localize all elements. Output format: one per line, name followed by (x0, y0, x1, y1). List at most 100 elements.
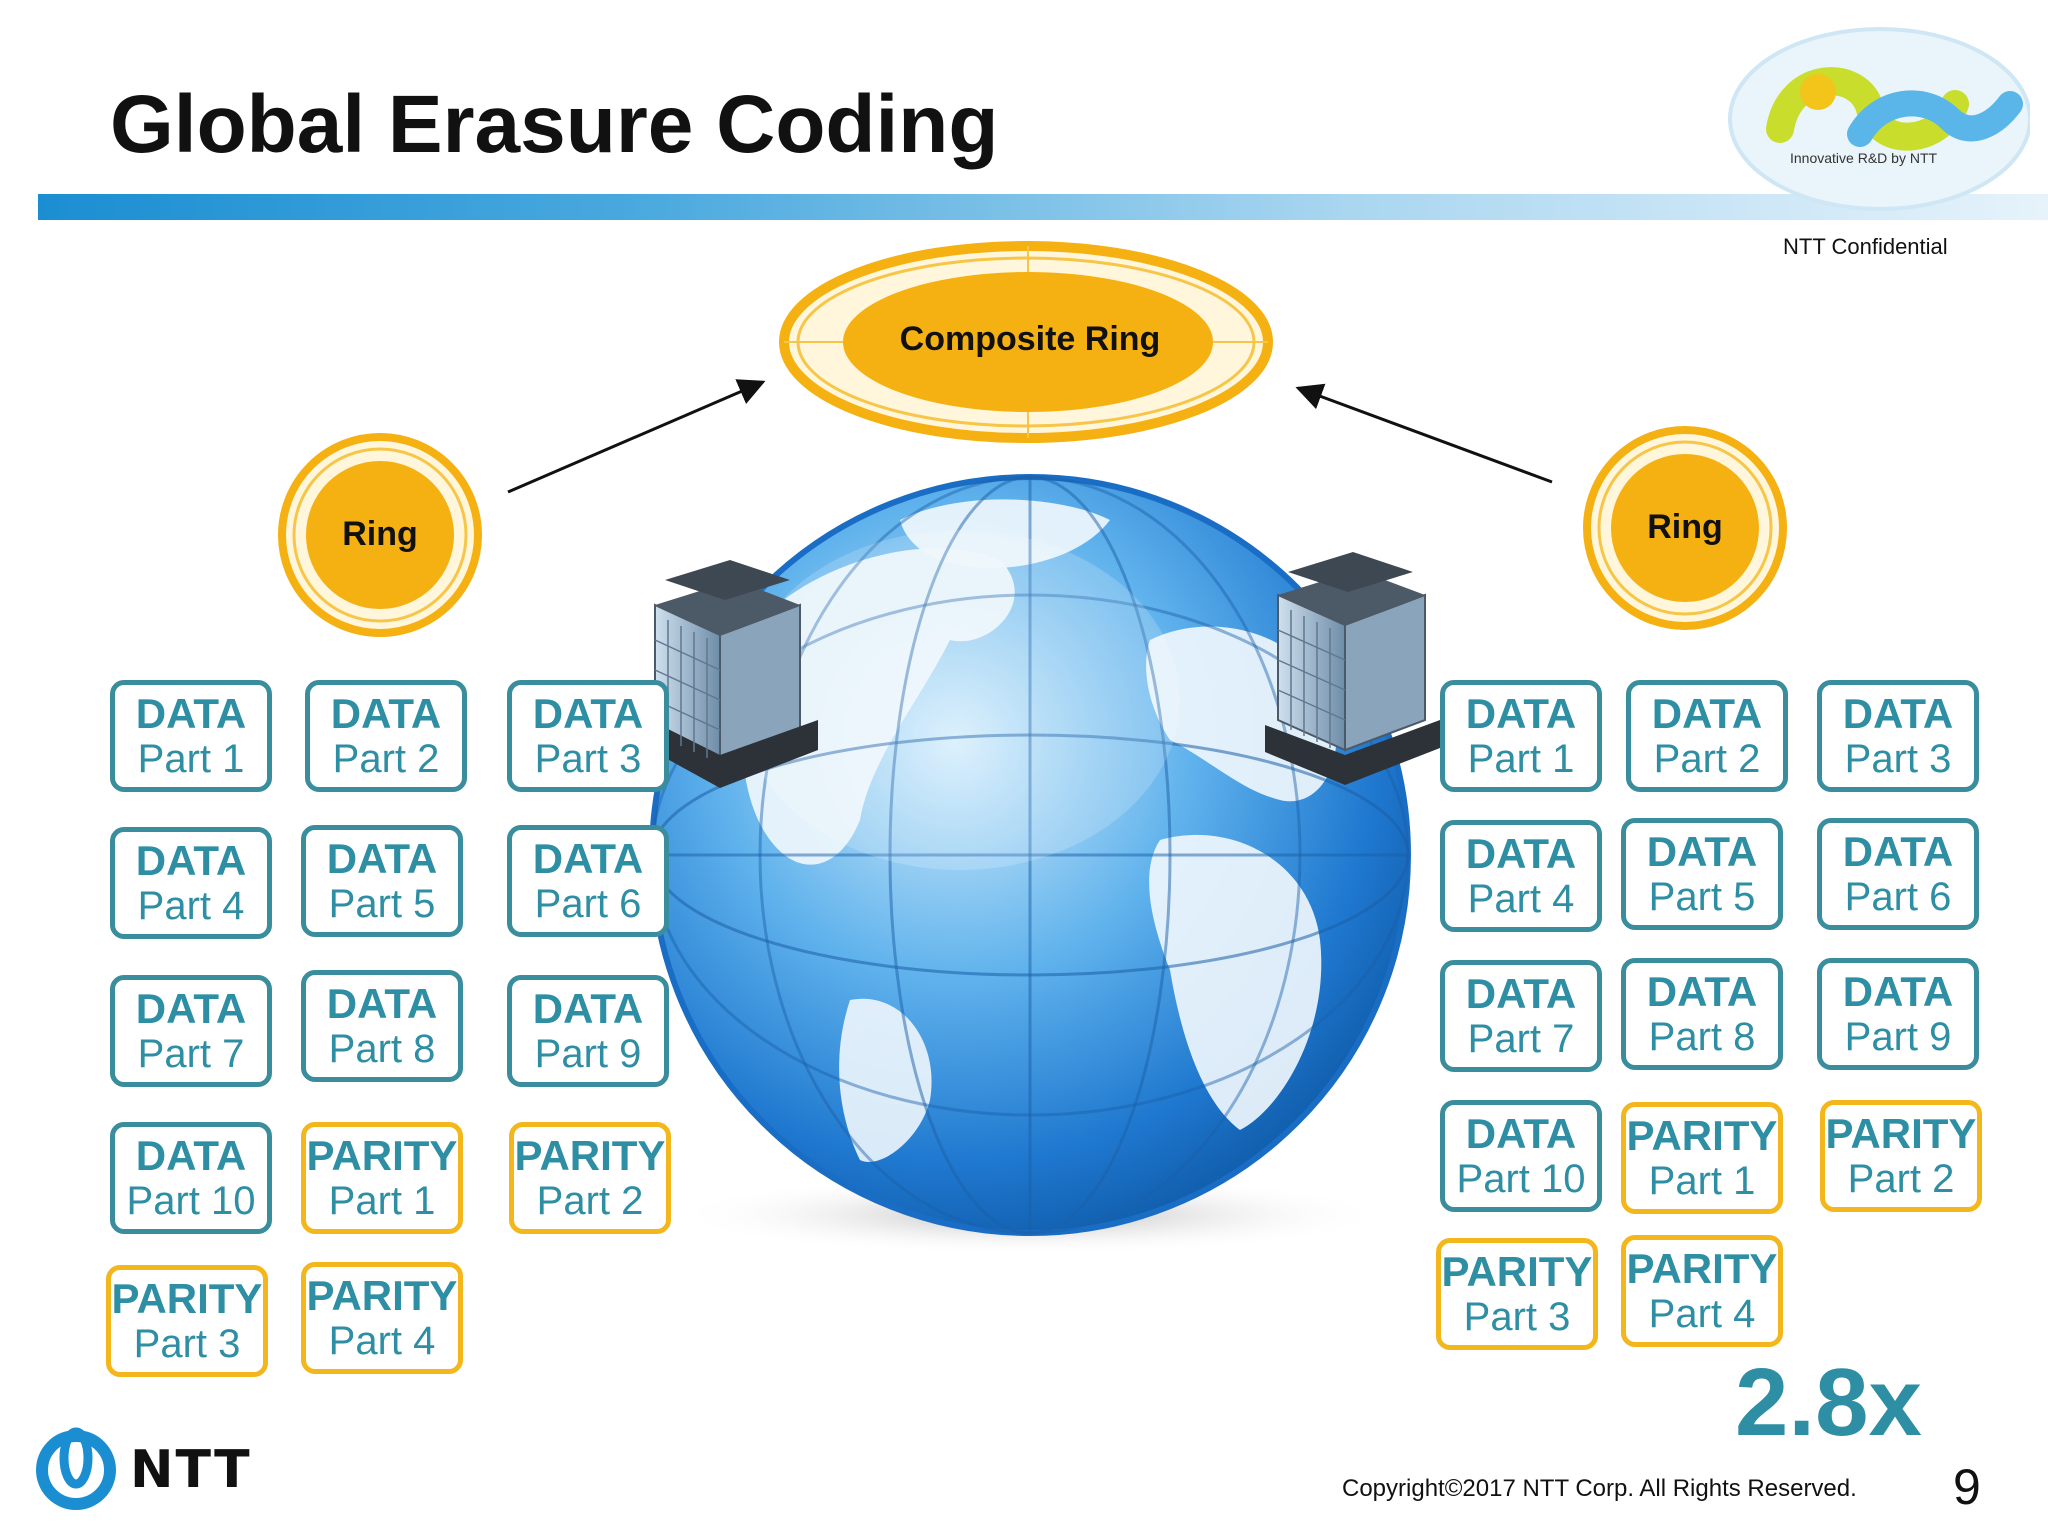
block-type-label: PARITY (514, 1131, 666, 1179)
block-type-label: DATA (330, 689, 442, 737)
block-type-label: DATA (1465, 1109, 1577, 1157)
block-part-label: Part 1 (1648, 1159, 1756, 1204)
block-type-label: DATA (1646, 827, 1758, 875)
left-ring-icon (278, 433, 482, 637)
confidential-label: NTT Confidential (1783, 234, 1948, 259)
copyright-text: Copyright©2017 NTT Corp. All Rights Rese… (1342, 1475, 1857, 1502)
block-type-label: DATA (532, 689, 644, 737)
right-ring-icon (1583, 426, 1787, 630)
block-part-label: Part 10 (1456, 1157, 1586, 1202)
storage-overhead-ratio: 2.8x (1735, 1349, 1922, 1456)
page-number: 9 (1953, 1459, 1981, 1515)
block-part-label: Part 5 (328, 882, 436, 927)
arrow-left-to-composite (507, 379, 766, 494)
block-part-label: Part 1 (328, 1179, 436, 1224)
block-type-label: DATA (1646, 967, 1758, 1015)
block-type-label: PARITY (1825, 1109, 1977, 1157)
composite-ring-icon (779, 241, 1273, 443)
block-type-label: DATA (326, 979, 438, 1027)
arrow-right-to-composite (1295, 383, 1553, 484)
block-type-label: DATA (1842, 689, 1954, 737)
block-part-label: Part 4 (1467, 877, 1575, 922)
block-part-label: Part 5 (1648, 875, 1756, 920)
block-part-label: Part 2 (332, 737, 440, 782)
block-type-label: PARITY (306, 1131, 458, 1179)
right-datacenter-building-icon (1265, 552, 1440, 785)
block-type-label: PARITY (1626, 1244, 1778, 1292)
block-type-label: DATA (1842, 967, 1954, 1015)
block-type-label: DATA (1465, 969, 1577, 1017)
block-type-label: DATA (135, 1131, 247, 1179)
block-part-label: Part 1 (137, 737, 245, 782)
block-type-label: PARITY (1626, 1111, 1778, 1159)
block-part-label: Part 9 (1844, 1015, 1952, 1060)
right-ring-label: Ring (1647, 508, 1723, 546)
header-bar (38, 194, 2048, 220)
block-type-label: DATA (1651, 689, 1763, 737)
block-part-label: Part 2 (1653, 737, 1761, 782)
block-type-label: DATA (1465, 829, 1577, 877)
block-type-label: PARITY (306, 1271, 458, 1319)
block-part-label: Part 10 (126, 1179, 256, 1224)
composite-ring-label: Composite Ring (899, 320, 1161, 358)
block-type-label: PARITY (111, 1274, 263, 1322)
block-type-label: DATA (326, 834, 438, 882)
block-part-label: Part 2 (1847, 1157, 1955, 1202)
block-part-label: Part 1 (1467, 737, 1575, 782)
block-type-label: DATA (135, 984, 247, 1032)
block-type-label: DATA (1842, 827, 1954, 875)
block-part-label: Part 7 (137, 1032, 245, 1077)
block-part-label: Part 9 (534, 1032, 642, 1077)
block-type-label: PARITY (1441, 1247, 1593, 1295)
block-part-label: Part 6 (534, 882, 642, 927)
block-part-label: Part 4 (328, 1319, 436, 1364)
block-part-label: Part 7 (1467, 1017, 1575, 1062)
block-type-label: DATA (135, 689, 247, 737)
block-part-label: Part 3 (133, 1322, 241, 1367)
block-part-label: Part 4 (1648, 1292, 1756, 1337)
block-part-label: Part 3 (1844, 737, 1952, 782)
logo-caption: Innovative R&D by NTT (1790, 150, 1938, 166)
block-part-label: Part 8 (1648, 1015, 1756, 1060)
block-type-label: DATA (532, 834, 644, 882)
block-part-label: Part 6 (1844, 875, 1952, 920)
block-part-label: Part 8 (328, 1027, 436, 1072)
slide-title: Global Erasure Coding (110, 79, 999, 170)
block-part-label: Part 3 (534, 737, 642, 782)
left-datacenter-building-icon (654, 560, 818, 788)
block-type-label: DATA (532, 984, 644, 1032)
block-part-label: Part 4 (137, 884, 245, 929)
ntt-logo-icon (36, 1427, 116, 1510)
block-part-label: Part 3 (1463, 1295, 1571, 1340)
ntt-company-name: NTT (130, 1440, 252, 1500)
left-ring-label: Ring (342, 515, 418, 553)
block-type-label: DATA (135, 836, 247, 884)
